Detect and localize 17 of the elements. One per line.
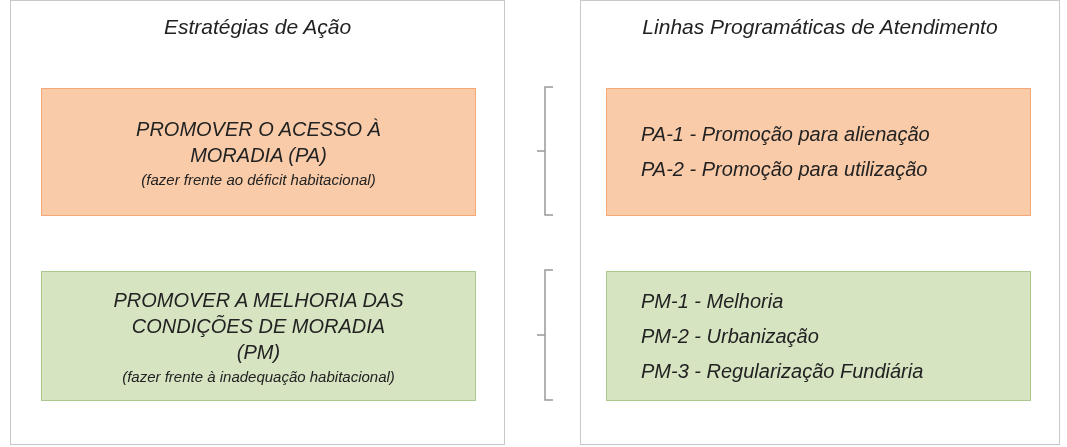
program-line: PM-1 - Melhoria — [641, 289, 785, 313]
program-box — [606, 88, 1031, 216]
program-line: PM-3 - Regularização Fundiária — [641, 359, 925, 383]
program-line: PA-1 - Promoção para alienação — [641, 123, 931, 146]
column-heading: Linhas Programáticas de Atendimento — [641, 15, 999, 39]
program-box — [606, 271, 1031, 401]
strategy-box — [41, 271, 476, 401]
strategy-subtitle: (fazer frente ao déficit habitacional) — [141, 171, 376, 188]
column-panel — [10, 0, 505, 445]
column-heading: Estratégias de Ação — [162, 15, 353, 39]
strategy-subtitle: (fazer frente à inadequação habitacional) — [122, 368, 395, 385]
program-line: PM-2 - Urbanização — [641, 324, 820, 348]
program-line: PA-2 - Promoção para utilização — [641, 158, 929, 181]
strategy-title: PROMOVER O ACESSO À MORADIA (PA) — [135, 117, 382, 168]
strategy-title: PROMOVER A MELHORIA DAS CONDIÇÕES DE MORADIA (PM) — [112, 288, 405, 365]
strategy-box — [41, 88, 476, 216]
column-panel — [580, 0, 1060, 445]
